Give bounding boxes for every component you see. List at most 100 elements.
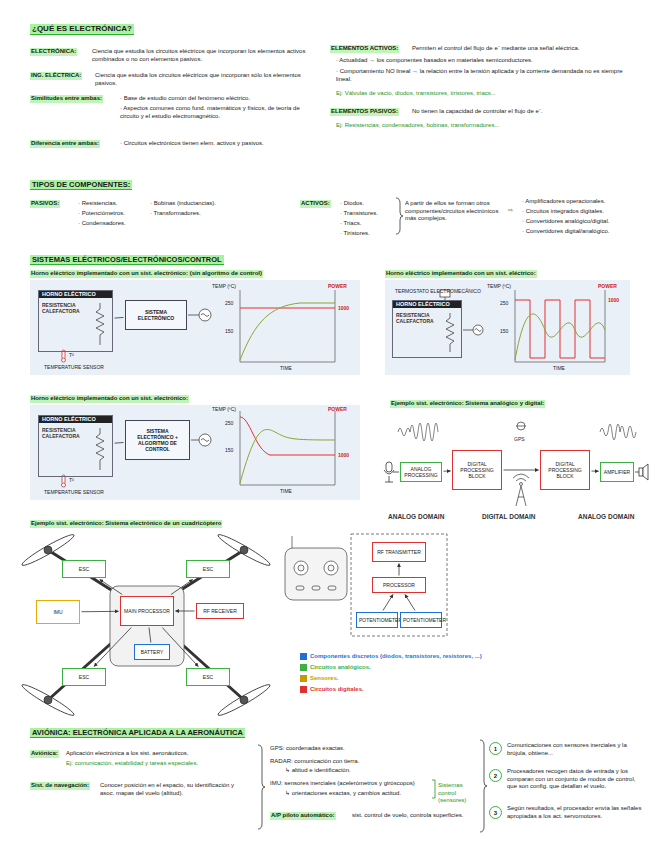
bracket-part (396, 198, 403, 234)
connector (383, 595, 393, 611)
power-plug-symbol-part (199, 309, 211, 321)
legend-text: Sensores. (310, 674, 339, 682)
power-plug-symbol (188, 309, 483, 446)
remote-controller-part (328, 565, 334, 571)
system-box: SISTEMA ELECTRÓNICO (125, 300, 187, 330)
key-term: ACTIVOS: (300, 200, 331, 208)
block-box: ESC (186, 560, 230, 578)
panel-ground (30, 280, 630, 500)
legend-entry: Circuitos analógicos. (300, 663, 371, 671)
speaker-symbol-part (643, 464, 648, 480)
note-text: · Triacs. (340, 220, 395, 228)
remote-controller-part (296, 586, 304, 590)
connector (405, 595, 415, 611)
connector (82, 611, 119, 612)
note-text: Sistemas control (sensores) (438, 782, 476, 805)
diagram-label: 1000 (338, 305, 349, 311)
note-text: Comunicaciones con sensores inerciales y… (507, 742, 645, 757)
key-term: Similitudes entre ambas: (30, 95, 103, 103)
block-box: DIGITAL PROCESSING BLOCK (540, 450, 590, 490)
node-title: SISTEMA ELECTRÓNICO + ALGORITMO DE CONTR… (128, 428, 187, 452)
note-text: GPS: coordenadas exactas. (270, 745, 450, 753)
satellite-antenna-part (516, 426, 526, 427)
panel-ground-part (385, 280, 630, 375)
node-body: RESISTENCIA CALEFACTORA (393, 308, 461, 324)
temperature-sensor-symbol-part (62, 483, 66, 487)
system-box: SISTEMA ELECTRÓNICO + ALGORITMO DE CONTR… (125, 420, 190, 460)
microphone-symbol-part (384, 470, 394, 482)
key-term: Ejemplo sist. electrónico: Sistema elect… (30, 520, 222, 528)
diagram-label: TERMOSTATO ELECTROMECÁNICO (395, 288, 481, 294)
legend-text: Circuitos analógicos. (310, 663, 371, 671)
note-text: · Base de estudio común del fenómeno elé… (120, 95, 315, 103)
resistor-symbol-part (96, 303, 104, 345)
node-body: RESISTENCIA CALEFACTORA (39, 298, 112, 314)
remote-controller-part (285, 548, 347, 600)
chart-axis-part (240, 290, 335, 362)
diagram-label: TEMP (ºC) (212, 283, 236, 289)
remote-controller-part (298, 565, 304, 571)
circle-outline (490, 770, 502, 782)
connector (176, 611, 195, 612)
block-box: RF RECEIVER (196, 603, 244, 619)
waveform (398, 423, 636, 441)
key-term: ELEMENTOS PASIVOS: (330, 108, 399, 116)
satellite-antenna (513, 422, 529, 506)
connector (504, 470, 539, 471)
note-text: · Circuitos integrados digitales. (522, 208, 640, 216)
page-title: ¿QUÉ ES ELECTRÓNICA? (30, 24, 134, 35)
propeller-part (216, 682, 272, 719)
section-heading: TIPOS DE COMPONENTES: (30, 180, 132, 190)
note-text: ↳ altitud e identificación. (285, 767, 435, 775)
legend-text: Componentes discretos (diodos, transisto… (310, 652, 482, 660)
block-box: DIGITAL PROCESSING BLOCK (452, 450, 502, 490)
temperature-curve-part (240, 430, 335, 483)
step-circle: 1 (489, 742, 502, 755)
node-title: RF TRANSMITTER (375, 549, 423, 555)
propeller-part (44, 696, 52, 704)
chart-axis-part (515, 290, 605, 362)
speaker-symbol (635, 464, 648, 480)
power-plug-symbol-part (463, 330, 473, 331)
section-heading: AVIÓNICA: ELECTRÓNICA APLICADA A LA AERO… (30, 728, 245, 738)
node-title: 1 (489, 746, 502, 752)
note-text: ⇨ (508, 207, 520, 215)
note-text: Ciencia que estudia los circuitos eléctr… (92, 48, 307, 63)
diagram-label: TEMPERATURE SENSOR (44, 489, 104, 495)
connector (399, 564, 400, 576)
node-title: ESC (65, 674, 103, 680)
note-text: · Bobinas (inductancias). (150, 200, 250, 208)
panel-ground-part (30, 280, 360, 375)
block-box: ANALOG PROCESSING (400, 462, 442, 482)
legend-swatch (300, 653, 307, 660)
legend-entry: Sensores. (300, 674, 339, 682)
diagram-label: Tª (69, 352, 74, 358)
block-box: ESC (62, 560, 106, 578)
block-box: IMU (36, 600, 80, 624)
key-term: ELEMENTOS ACTIVOS: (330, 45, 399, 53)
circle-outline (490, 807, 502, 819)
block-box: ESC (186, 668, 230, 686)
oven-box: HORNO ELÉCTRICORESISTENCIA CALEFACTORA (392, 300, 462, 358)
diagram-label: 150 (500, 328, 508, 334)
power-plug-symbol-part (188, 315, 199, 316)
power-curve-part (240, 417, 335, 455)
bracket-part (480, 740, 487, 832)
note-text: Procesadores recogen datos de entrada y … (507, 768, 645, 791)
circle-outline (490, 743, 502, 755)
diagram-label: 150 (225, 447, 233, 453)
node-title: DIGITAL PROCESSING BLOCK (543, 461, 587, 479)
note-text: · Diodos. (340, 200, 395, 208)
microphone-symbol (384, 462, 399, 482)
satellite-antenna-part (513, 474, 529, 481)
node-title: HORNO ELÉCTRICO (393, 301, 461, 308)
note-text: · Comportamiento NO lineal → la relación… (336, 68, 626, 83)
remote-controller-part (292, 536, 293, 548)
node-title: HORNO ELÉCTRICO (39, 416, 112, 423)
note-text: · Convertidores analógico/digital. (522, 218, 640, 226)
propeller-part (44, 546, 52, 554)
block-box: POTENTIOMETER (400, 612, 442, 628)
note-text: · Aspectos comunes como fund. matemático… (120, 105, 315, 120)
node-title: ESC (189, 674, 227, 680)
